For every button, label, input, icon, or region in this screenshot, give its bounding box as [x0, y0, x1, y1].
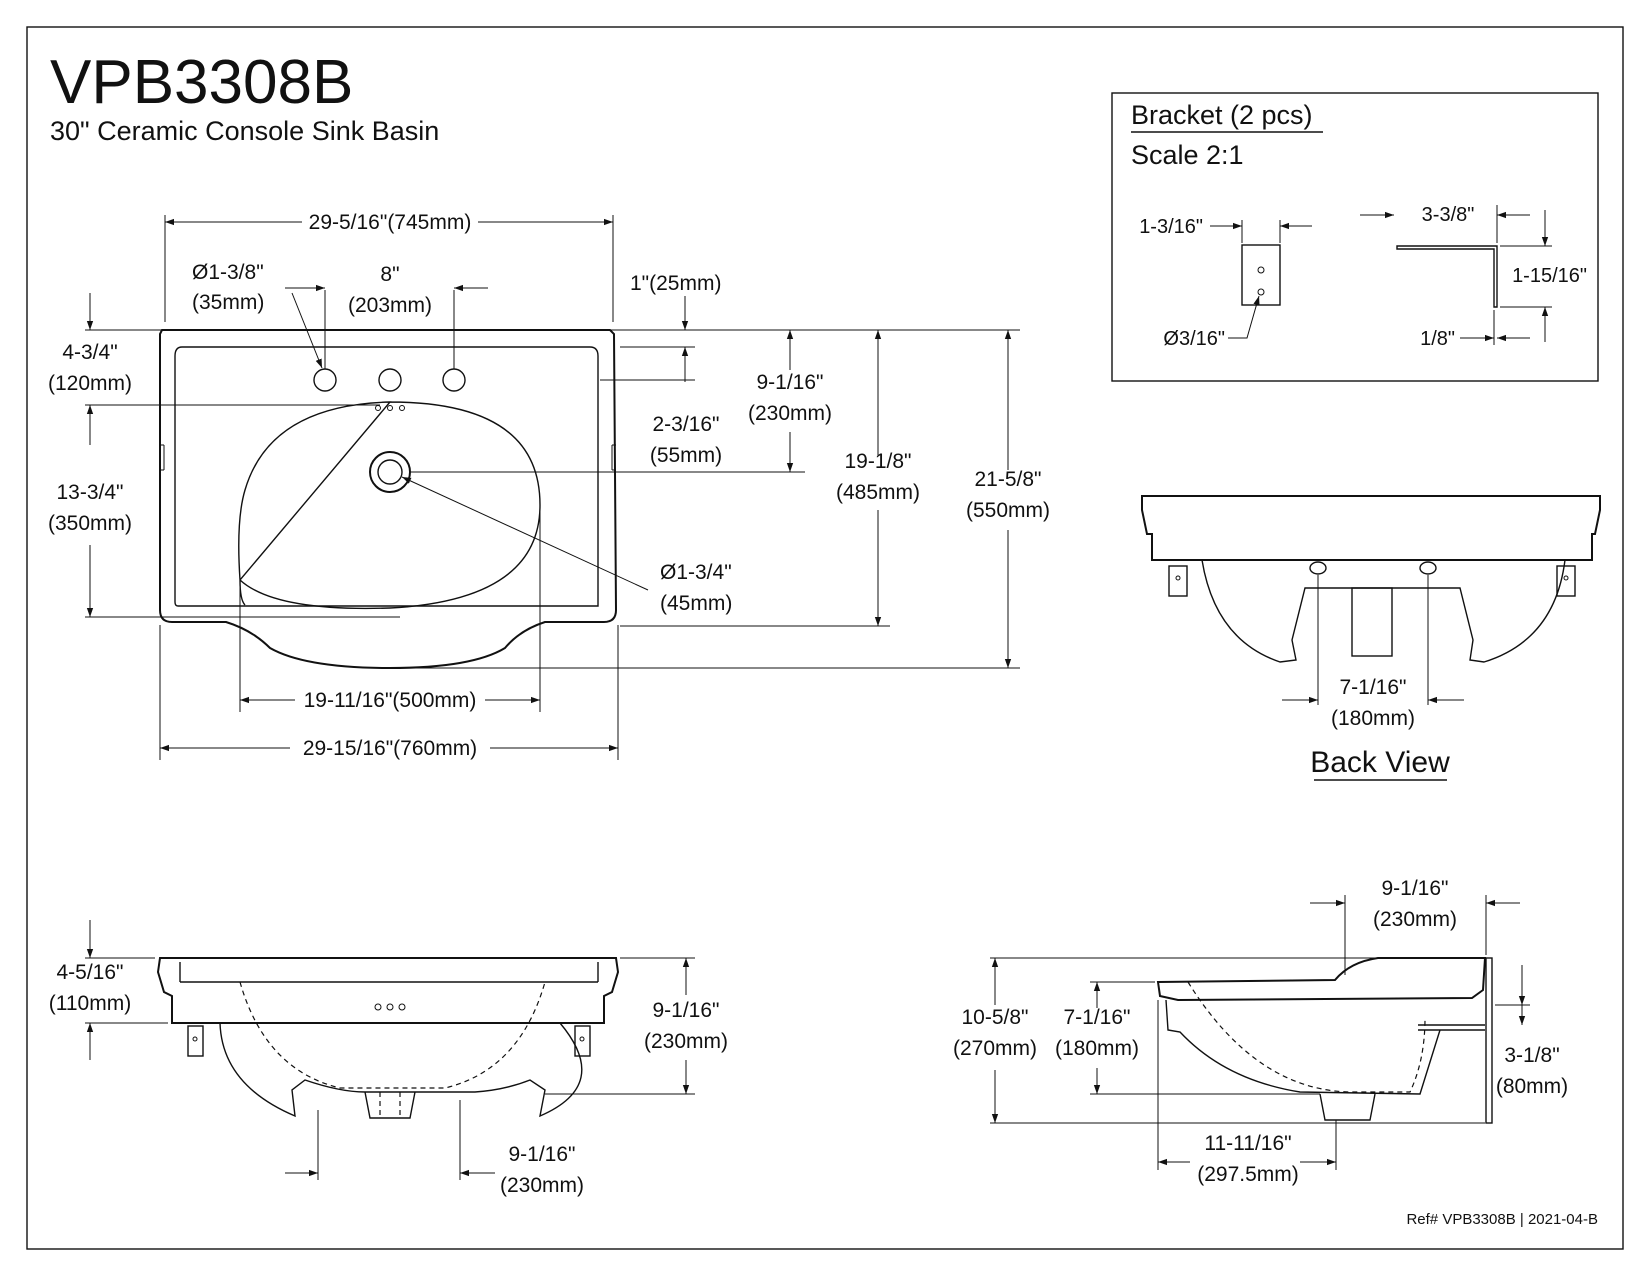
bracket-title: Bracket (2 pcs): [1131, 100, 1313, 130]
front-rim-height: 4-5/16": [57, 961, 124, 984]
side-top-slab: [1156, 957, 1487, 1002]
bracket-box: [1111, 92, 1599, 382]
sheet-border: [26, 26, 1624, 1250]
side-overall-height-mm: (270mm): [953, 1037, 1037, 1060]
bracket-side-profile: [1396, 245, 1498, 308]
dim-spread-mm: (203mm): [348, 294, 432, 317]
side-bowl-hidden: [1187, 981, 1426, 1093]
front-bracket-left: [187, 1025, 204, 1057]
front-total-height: 9-1/16": [653, 999, 720, 1022]
front-drain-stub: [364, 1091, 416, 1119]
drain-outer: [369, 451, 411, 493]
dim-back-to-bowl-mm: (120mm): [48, 372, 132, 395]
dim-hole-to-drain-mm: (55mm): [650, 444, 722, 467]
bracket-width-dim: 1-3/16": [1139, 216, 1203, 238]
back-view: 7-1/16" (180mm) Back View: [1141, 495, 1601, 781]
dim-bowl-depth: 13-3/4": [57, 481, 124, 504]
faucet-hole-left: [313, 368, 337, 392]
bracket-thickness-dim: 1/8": [1420, 328, 1455, 350]
dim-drain-depth-mm: (230mm): [748, 402, 832, 425]
back-bowl-profile: [1201, 559, 1566, 663]
back-drain-block: [1351, 587, 1393, 657]
dim-drain-depth: 9-1/16": [757, 371, 824, 394]
back-overflow-right: [1419, 561, 1437, 575]
side-top-depth: 9-1/16": [1382, 877, 1449, 900]
front-total-height-mm: (230mm): [644, 1030, 728, 1053]
side-overall-height: 10-5/8": [962, 1006, 1029, 1029]
side-bowl-profile: [1165, 999, 1441, 1095]
side-bowl-height: 7-1/16": [1064, 1006, 1131, 1029]
side-bracket-height: 3-1/8": [1504, 1044, 1559, 1067]
side-view: 9-1/16" (230mm) 10-5/8" (270mm) 7-1/16" …: [953, 877, 1568, 1186]
front-leg-span: 9-1/16": [509, 1143, 576, 1166]
front-view: 4-5/16" (110mm) 9-1/16" (230mm) 9-1/16" …: [49, 920, 728, 1197]
back-top-slab: [1141, 495, 1601, 561]
bowl-outline: [238, 401, 541, 610]
front-bracket-right: [574, 1025, 591, 1057]
dim-depth-side-mm: (485mm): [836, 481, 920, 504]
dim-faucet-hole-mm: (35mm): [192, 291, 264, 314]
product-title: VPB3308B: [50, 48, 353, 117]
front-bowl-underside: [219, 1022, 583, 1118]
side-drain-offset-mm: (297.5mm): [1197, 1163, 1299, 1186]
dim-hole-to-drain: 2-3/16": [653, 413, 720, 436]
bracket-detail: Bracket (2 pcs) Scale 2:1 1-3/16" Ø3/16"…: [1111, 92, 1599, 382]
dim-depth-total-mm: (550mm): [966, 499, 1050, 522]
side-top-depth-mm: (230mm): [1373, 908, 1457, 931]
front-leg-span-mm: (230mm): [500, 1174, 584, 1197]
side-bracket-height-mm: (80mm): [1496, 1075, 1568, 1098]
bracket-hole-dim: Ø3/16": [1163, 328, 1225, 350]
bracket-front-plate: [1241, 244, 1281, 306]
dim-back-to-bowl: 4-3/4": [62, 341, 117, 364]
back-bracket-left: [1168, 565, 1188, 597]
top-view: 29-5/16"(745mm) Ø1-3/8" (35mm) 8" (203mm…: [48, 211, 1050, 760]
faucet-hole-right: [442, 368, 466, 392]
drain-inner: [377, 459, 403, 485]
dim-overall-width: 29-5/16"(745mm): [309, 211, 472, 234]
front-rim-height-mm: (110mm): [49, 992, 131, 1015]
back-bracket-right: [1556, 565, 1576, 597]
dim-drain-mm: (45mm): [660, 592, 732, 615]
back-dim-a: 7-1/16": [1340, 676, 1407, 699]
bracket-scale: Scale 2:1: [1131, 140, 1244, 170]
dim-spread: 8": [380, 263, 399, 286]
back-dim-a-mm: (180mm): [1331, 707, 1415, 730]
side-drain-offset: 11-11/16": [1204, 1132, 1291, 1155]
dim-depth-total: 21-5/8": [975, 468, 1042, 491]
dim-drain: Ø1-3/4": [660, 561, 732, 584]
front-bowl-hidden: [239, 981, 546, 1089]
side-drain-stub: [1319, 1093, 1376, 1121]
bracket-height-dim: 1-15/16": [1512, 265, 1587, 287]
side-bowl-height-mm: (180mm): [1055, 1037, 1139, 1060]
back-overflow-left: [1309, 561, 1327, 575]
dim-faucet-hole: Ø1-3/8": [192, 261, 264, 284]
dim-rim: 1"(25mm): [630, 272, 721, 295]
dim-total-width: 29-15/16"(760mm): [303, 737, 477, 760]
top-deck-edge: [174, 346, 599, 607]
dim-depth-side: 19-1/8": [845, 450, 912, 473]
front-top-slab: [156, 957, 620, 1024]
reference-note: Ref# VPB3308B | 2021-04-B: [1406, 1211, 1598, 1228]
side-back-plate: [1485, 957, 1493, 1124]
product-subtitle: 30" Ceramic Console Sink Basin: [50, 116, 439, 146]
faucet-hole-center: [378, 368, 402, 392]
back-view-label: Back View: [1310, 746, 1450, 779]
bracket-length-dim: 3-3/8": [1422, 204, 1475, 226]
dim-bowl-width: 19-11/16"(500mm): [304, 689, 477, 712]
dim-bowl-depth-mm: (350mm): [48, 512, 132, 535]
